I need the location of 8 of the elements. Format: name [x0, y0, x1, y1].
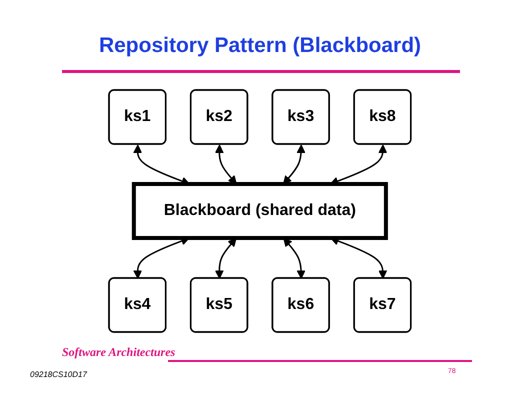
arrow: [283, 144, 306, 184]
arrow: [283, 238, 306, 279]
arrow: [215, 238, 237, 279]
course-title: Software Architectures: [62, 345, 176, 360]
node-box: Blackboard (shared data): [132, 182, 388, 240]
document-code: 09218CS10D17: [30, 370, 87, 379]
slide-title: Repository Pattern (Blackboard): [98, 34, 422, 58]
arrow: [215, 144, 237, 184]
